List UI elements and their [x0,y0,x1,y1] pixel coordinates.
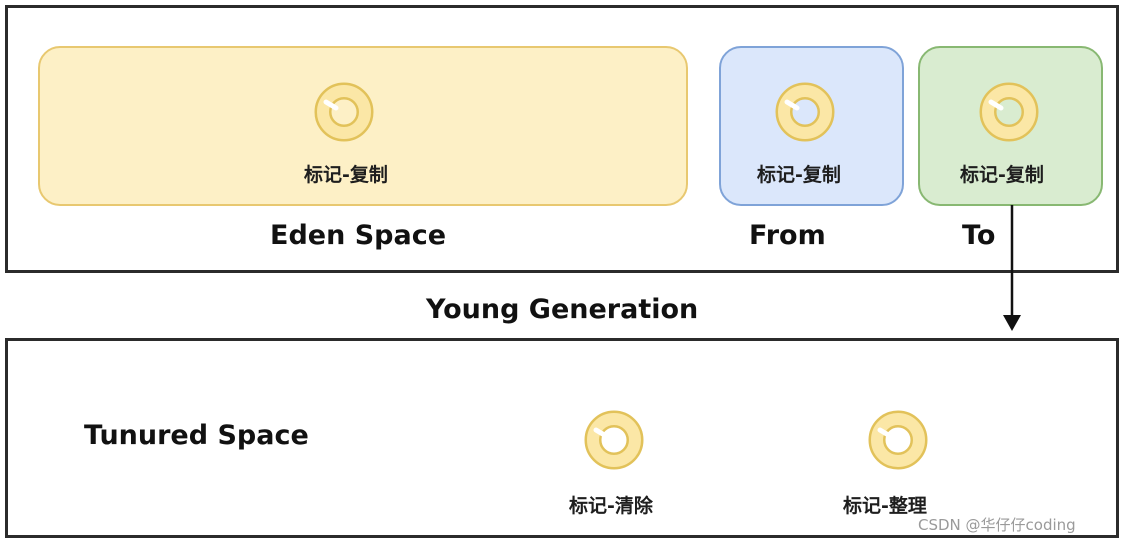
gc-ring-icon [866,408,930,472]
mark-sweep-caption: 标记-清除 [569,495,653,517]
from-space-label: From [749,220,826,251]
eden-space-region [38,46,688,206]
from-caption: 标记-复制 [757,164,841,186]
eden-caption: 标记-复制 [304,164,388,186]
to-space-label: To [962,220,996,251]
watermark: CSDN @华仔仔coding [918,516,1076,534]
gc-ring-icon [977,80,1041,144]
to-caption: 标记-复制 [960,164,1044,186]
gc-ring-icon [773,80,837,144]
promotion-arrow [1003,205,1021,331]
mark-compact-caption: 标记-整理 [843,495,927,517]
young-generation-frame [5,5,1119,273]
young-generation-title: Young Generation [426,294,699,325]
tenured-space-frame [5,338,1119,538]
gc-ring-icon [582,408,646,472]
tenured-space-label: Tunured Space [84,420,309,451]
gc-ring-icon [312,80,376,144]
eden-space-label: Eden Space [270,220,447,251]
